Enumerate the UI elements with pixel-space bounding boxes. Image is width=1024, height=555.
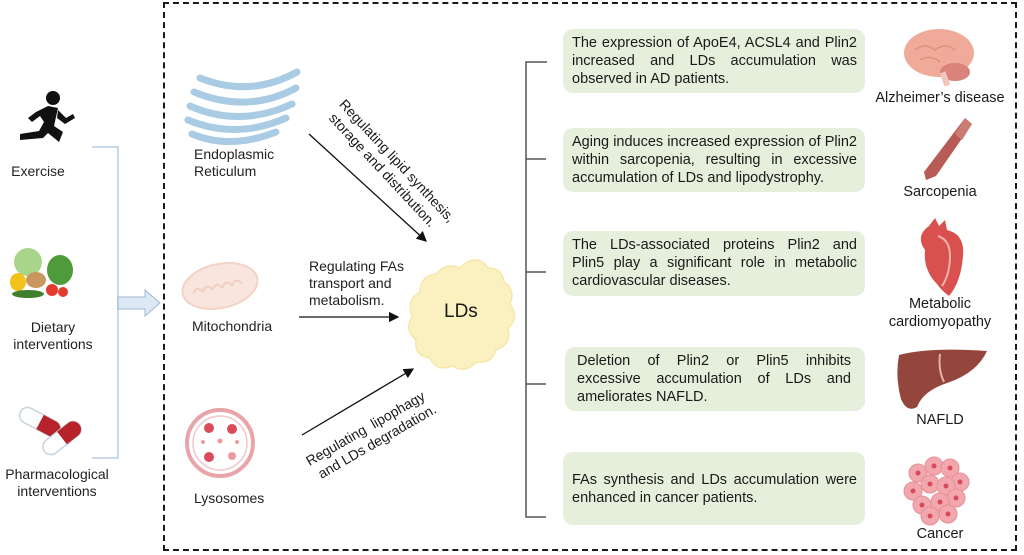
label-line: Metabolic xyxy=(908,296,972,312)
disease-name-sarcopenia: Sarcopenia xyxy=(903,184,977,200)
label-line: Dietary xyxy=(30,319,76,335)
label-line: interventions xyxy=(13,336,93,352)
intervention-label-pharmacological: Pharmacological interventions xyxy=(0,466,114,500)
disease-name-alzheimers: Alzheimer’s disease xyxy=(875,90,1005,106)
intervention-label-exercise: Exercise xyxy=(11,163,65,179)
organelle-label-mitochondria: Mitochondria xyxy=(192,318,273,334)
label-line: Regulating FAs xyxy=(309,258,404,274)
disease-finding-nafld: Deletion of Plin2 or Plin5 inhibits exce… xyxy=(565,347,865,411)
label-line: Pharmacological xyxy=(5,466,109,482)
disease-name-nafld: NAFLD xyxy=(916,412,964,428)
label-line: interventions xyxy=(17,483,97,499)
disease-name-cancer: Cancer xyxy=(916,526,964,542)
disease-finding-cardiomyopathy: The LDs-associated proteins Plin2 and Pl… xyxy=(563,231,865,296)
label-line: Endoplasmic xyxy=(194,146,275,162)
label-line: Reticulum xyxy=(194,163,257,179)
disease-finding-alzheimers: The expression of ApoE4, ACSL4 and Plin2… xyxy=(563,29,865,93)
organelle-label-lysosomes: Lysosomes xyxy=(194,490,265,506)
disease-name-cardiomyopathy: Metabolic cardiomyopathy xyxy=(866,295,1014,331)
disease-finding-cancer: FAs synthesis and LDs accumulation were … xyxy=(563,452,865,525)
label-line: transport and xyxy=(309,275,392,291)
lds-label: LDs xyxy=(444,301,478,322)
main-panel-border xyxy=(163,2,1017,551)
pathway-label-mitochondria: Regulating FAs transport and metabolism. xyxy=(309,258,404,309)
intervention-label-dietary: Dietary interventions xyxy=(0,319,106,353)
disease-finding-sarcopenia: Aging induces increased expression of Pl… xyxy=(563,128,865,192)
label-line: metabolism. xyxy=(309,292,385,308)
organelle-label-er: Endoplasmic Reticulum xyxy=(194,146,274,180)
label-line: cardiomyopathy xyxy=(888,314,992,330)
